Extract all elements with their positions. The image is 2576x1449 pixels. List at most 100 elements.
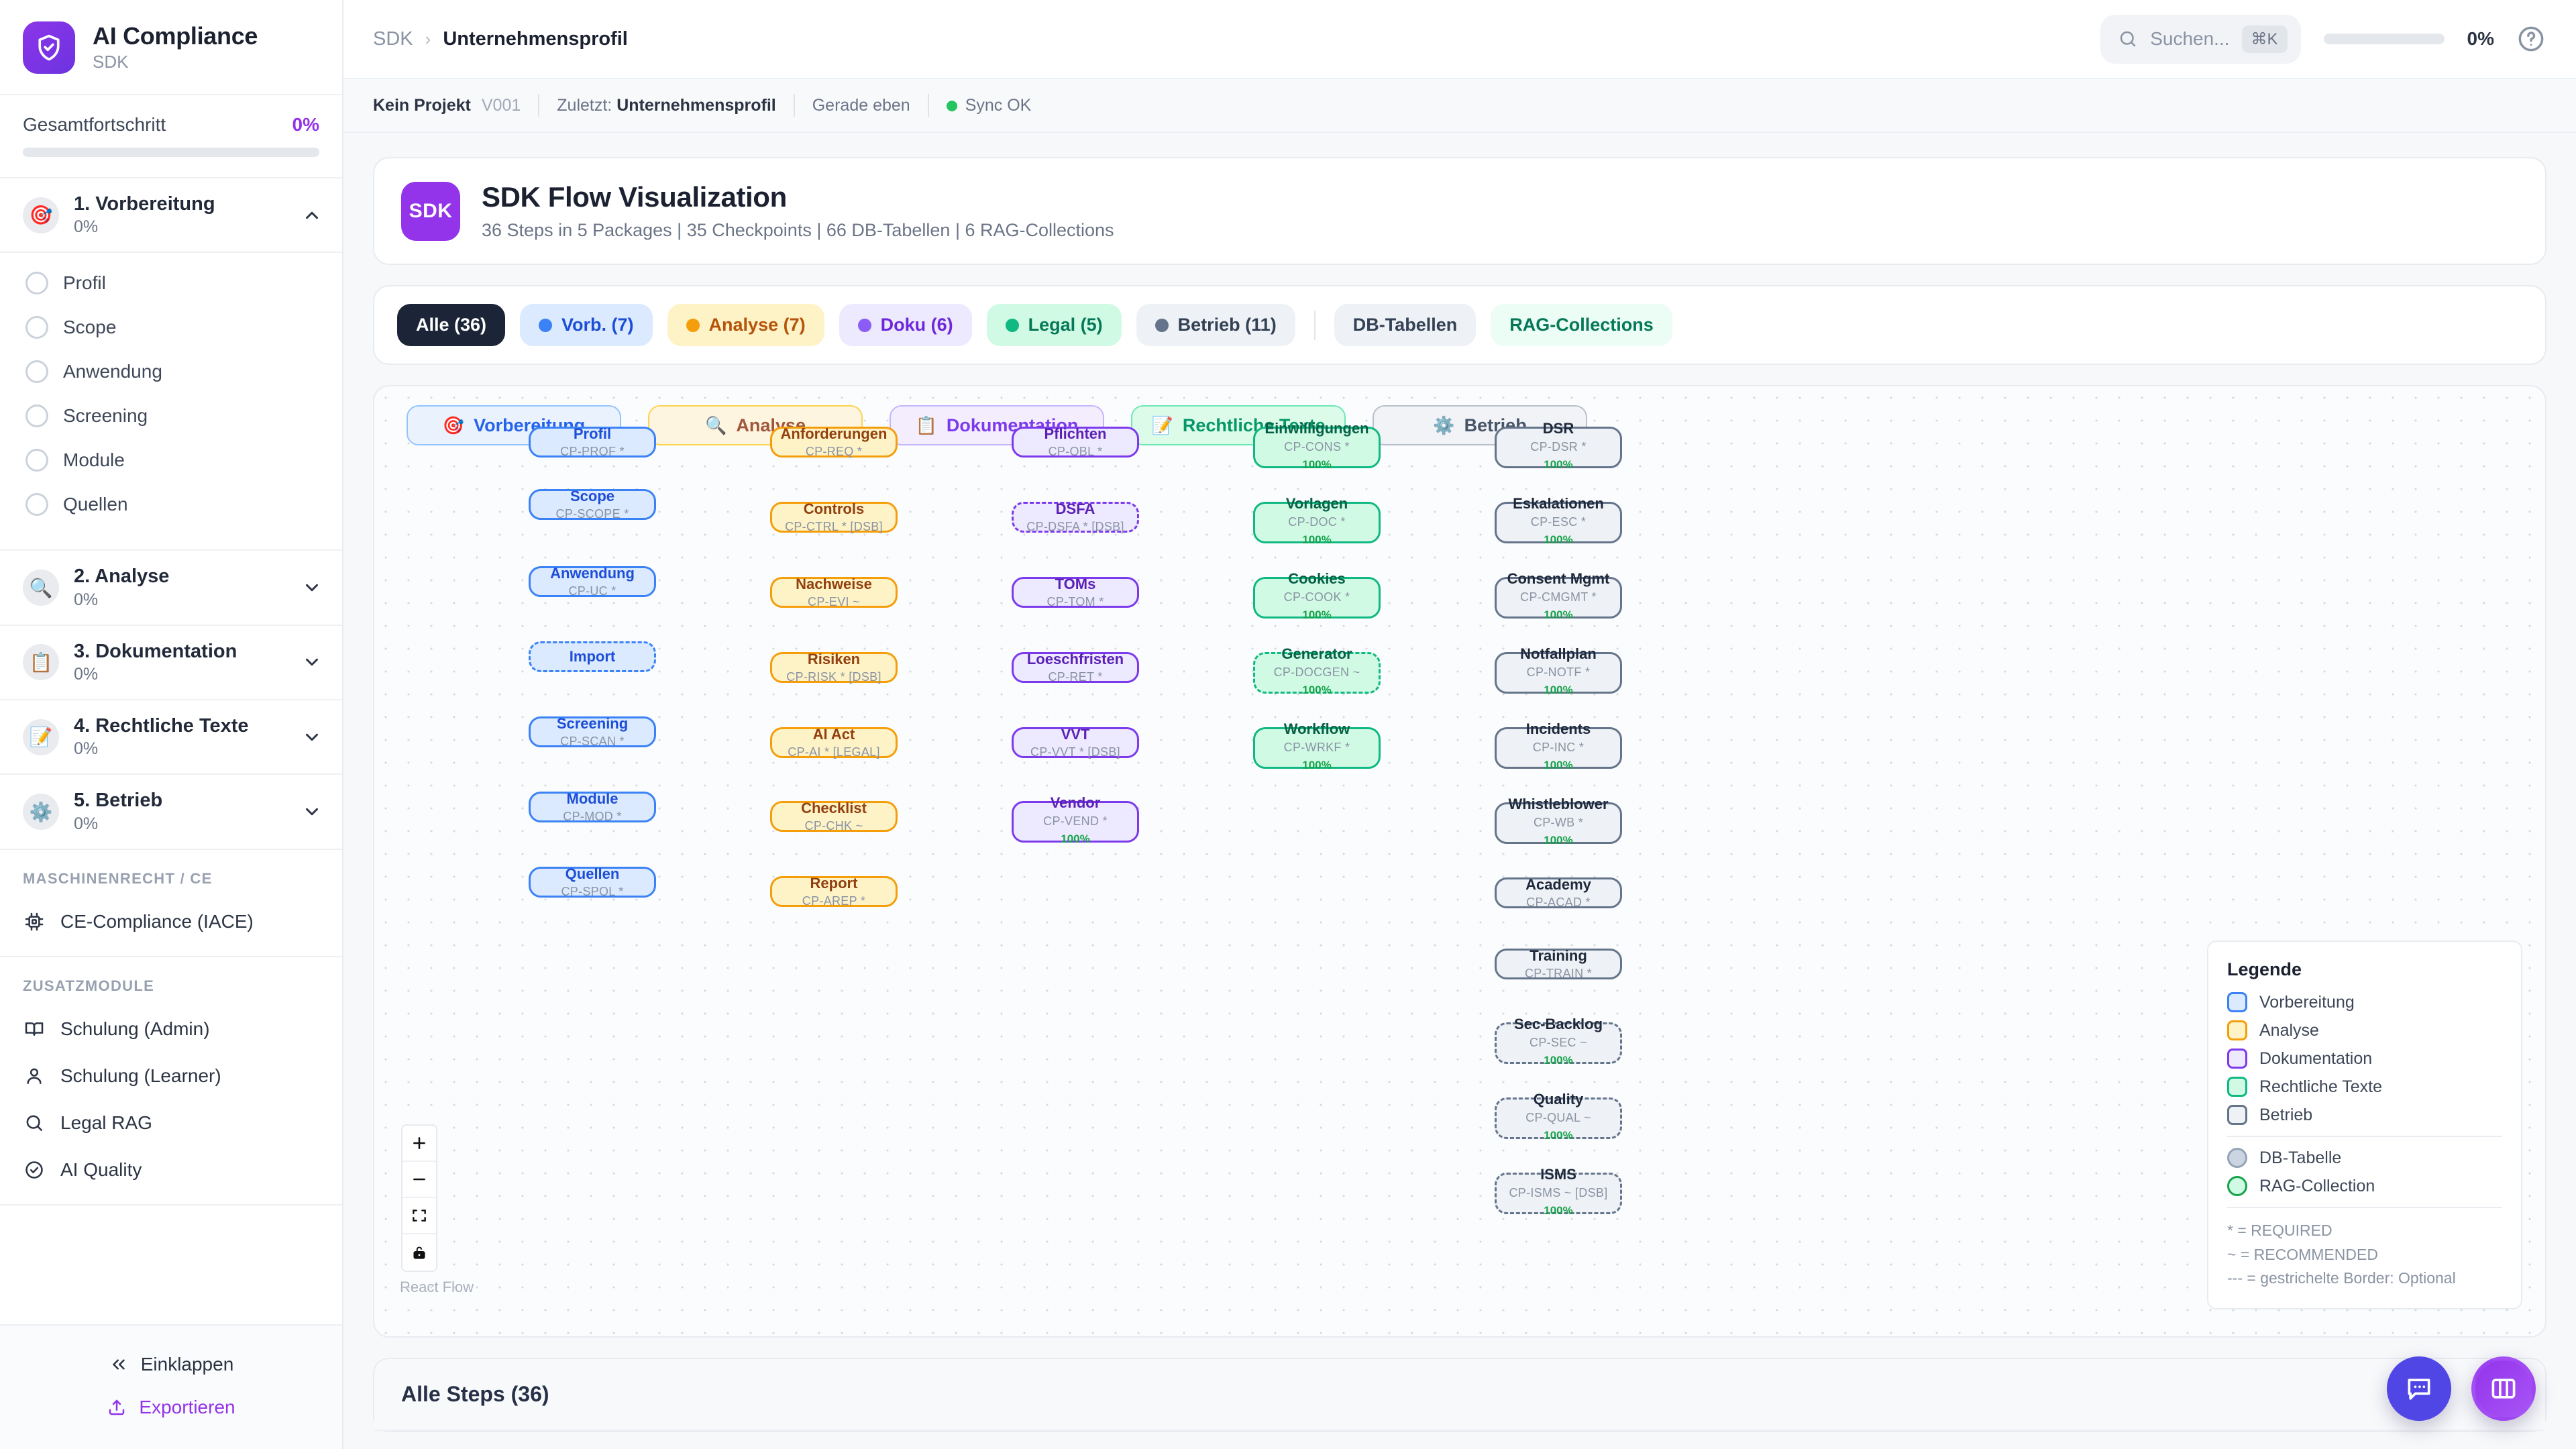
floating-action-buttons [2387, 1356, 2536, 1421]
filter-pill-label: Alle (36) [416, 315, 487, 335]
sidebar-item-anwendung[interactable]: Anwendung [0, 350, 342, 394]
flow-node-code: CP-SPOL * [561, 885, 624, 899]
legend-swatch-betrieb [2227, 1105, 2247, 1126]
sidebar-item-schulung-admin[interactable]: Schulung (Admin) [0, 1006, 342, 1053]
sidebar-item-ce-compliance-iace[interactable]: CE-Compliance (IACE) [0, 898, 342, 945]
sidebar-brand[interactable]: AI Compliance SDK [0, 0, 342, 95]
chevron-down-icon[interactable] [302, 802, 322, 822]
flow-node-code: CP-CONS * [1284, 439, 1350, 453]
sidebar-phase-label: 5. Betrieb [74, 790, 163, 812]
collapse-sidebar-button[interactable]: Einklappen [0, 1343, 342, 1386]
export-button[interactable]: Exportieren [0, 1386, 342, 1429]
chevrons-left-icon [112, 1359, 125, 1370]
step-radio-icon[interactable] [25, 493, 48, 517]
panel-fab[interactable] [2471, 1356, 2536, 1421]
filter-pill-vorb-7[interactable]: Vorb. (7) [520, 304, 653, 346]
step-radio-icon[interactable] [25, 360, 48, 384]
search-input[interactable]: Suchen... ⌘K [2100, 14, 2301, 64]
filter-pill-db-tabellen[interactable]: DB-Tabellen [1334, 304, 1477, 346]
chevron-down-icon[interactable] [302, 727, 322, 747]
flow-nodes-layer: 🎯Vorbereitung🔍Analyse📋Dokumentation📝Rech… [374, 386, 2545, 1336]
flow-node-code: CP-NOTF * [1526, 665, 1591, 679]
step-radio-icon[interactable] [25, 449, 48, 472]
gear-icon: ⚙️ [23, 794, 59, 830]
breadcrumb-root[interactable]: SDK [373, 28, 413, 50]
sidebar-item-module[interactable]: Module [0, 438, 342, 482]
sidebar-item-scope[interactable]: Scope [0, 305, 342, 350]
filter-pill-alle-36[interactable]: Alle (36) [397, 304, 506, 346]
chevron-down-icon[interactable] [302, 578, 322, 598]
filter-pill-legal-5[interactable]: Legal (5) [986, 304, 1122, 346]
flow-node-import[interactable]: Import [529, 641, 656, 672]
help-button[interactable] [2517, 25, 2545, 53]
step-radio-icon[interactable] [25, 405, 48, 428]
chevron-up-icon[interactable] [302, 205, 322, 225]
legend-swatch-db-tabelle [2227, 1148, 2247, 1169]
sidebar-item-ai-quality[interactable]: AI Quality [0, 1146, 342, 1193]
sidebar-item-profil[interactable]: Profil [0, 261, 342, 305]
sidebar-item-legal-rag[interactable]: Legal RAG [0, 1099, 342, 1146]
fit-view-button[interactable] [402, 1198, 436, 1234]
filter-pill-doku-6[interactable]: Doku (6) [839, 304, 972, 346]
sidebar-item-schulung-learner[interactable]: Schulung (Learner) [0, 1053, 342, 1099]
filter-pill-betrieb-11[interactable]: Betrieb (11) [1136, 304, 1295, 346]
flow-node-code: CP-RISK * [DSB] [786, 670, 881, 684]
sidebar-link-label: Legal RAG [60, 1112, 152, 1133]
chevron-down-icon[interactable] [302, 652, 322, 672]
zoom-out-button[interactable] [402, 1162, 436, 1198]
zoom-in-button[interactable] [402, 1126, 436, 1162]
step-radio-icon[interactable] [25, 316, 48, 339]
chat-fab[interactable] [2387, 1356, 2451, 1421]
meta-project: Kein Projekt [373, 95, 471, 115]
filter-pill-analyse-7[interactable]: Analyse (7) [667, 304, 824, 346]
sidebar-item-quellen[interactable]: Quellen [0, 482, 342, 527]
overall-progress-bar [23, 148, 319, 157]
sidebar-item-screening[interactable]: Screening [0, 394, 342, 438]
step-radio-icon[interactable] [25, 272, 48, 295]
flow-canvas[interactable]: 🎯Vorbereitung🔍Analyse📋Dokumentation📝Rech… [373, 385, 2546, 1338]
lock-button[interactable] [402, 1234, 436, 1271]
filter-pill-rag-collections[interactable]: RAG-Collections [1491, 304, 1672, 346]
